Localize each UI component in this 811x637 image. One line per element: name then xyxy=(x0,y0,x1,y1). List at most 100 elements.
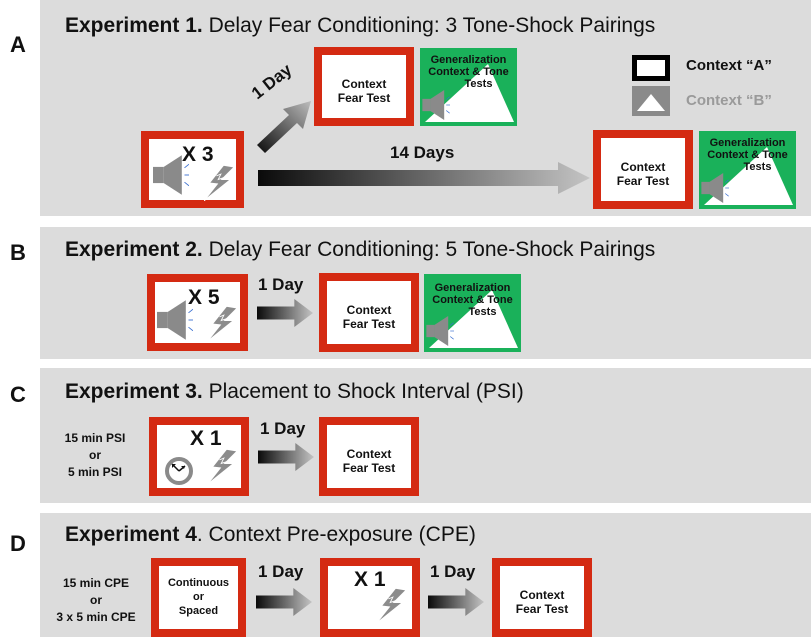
arrow-icon xyxy=(257,299,313,327)
box-label-line: Spaced xyxy=(178,605,219,617)
context-fear-test-box: Context Fear Test xyxy=(593,130,693,209)
box-label-line: Fear Test xyxy=(616,174,670,188)
timer-clock-icon xyxy=(165,457,193,485)
gen-line: Generalization xyxy=(709,137,786,149)
context-b-triangle xyxy=(429,290,518,348)
panel-title-bold: Experiment 4 xyxy=(65,523,197,546)
arrow-icon xyxy=(258,162,590,194)
speaker-icon xyxy=(422,90,450,120)
side-line: or xyxy=(90,593,102,607)
panel-letter: C xyxy=(10,382,26,407)
box-label-line: Fear Test xyxy=(342,461,396,475)
box-label: Context Fear Test xyxy=(500,588,584,616)
box-label: Context Fear Test xyxy=(327,447,411,475)
arrow-icon xyxy=(428,588,484,616)
speaker-icon xyxy=(153,155,189,195)
gen-line: Generalization xyxy=(434,282,511,294)
box-label: Continuous or Spaced xyxy=(159,576,238,618)
box-label: Context Fear Test xyxy=(327,303,411,331)
lightning-bolt-icon xyxy=(376,588,408,624)
generalization-label: Generalization Context & Tone Tests xyxy=(424,282,521,318)
context-b-triangle xyxy=(704,147,793,205)
panel-title: Experiment 4. Context Pre-exposure (CPE) xyxy=(65,523,476,547)
legend-context-a-swatch xyxy=(632,55,670,81)
lightning-bolt-icon xyxy=(207,306,239,342)
conditioning-box: X 1 xyxy=(320,558,420,637)
conditioning-box: X 1 xyxy=(149,417,249,496)
lightning-bolt-icon xyxy=(207,449,239,485)
lightning-bolt-icon xyxy=(204,165,236,201)
repeat-count: X 3 xyxy=(182,143,214,166)
arrow-icon xyxy=(257,101,311,153)
interval-label: 1 Day xyxy=(258,275,304,294)
side-conditions: 15 min CPE or 3 x 5 min CPE xyxy=(46,575,146,626)
repeat-count: X 1 xyxy=(354,568,386,591)
box-label-line: Context xyxy=(346,447,392,461)
gen-line: Tests xyxy=(464,78,493,90)
conditioning-box: X 5 xyxy=(147,274,248,351)
panel-title-rest: Delay Fear Conditioning: 5 Tone-Shock Pa… xyxy=(202,238,656,261)
box-label-line: Fear Test xyxy=(342,317,396,331)
panel-title: Experiment 2. Delay Fear Conditioning: 5… xyxy=(65,238,655,262)
interval-label: 1 Day xyxy=(260,419,306,438)
side-line: 15 min CPE xyxy=(62,576,130,590)
gen-line: Generalization xyxy=(430,54,507,66)
gen-line: Tests xyxy=(468,306,497,318)
repeat-count: X 5 xyxy=(188,286,220,309)
legend-context-a-label: Context “A” xyxy=(686,57,772,74)
context-b-triangle xyxy=(425,64,514,122)
panel-title: Experiment 1. Delay Fear Conditioning: 3… xyxy=(65,14,655,38)
side-line: 5 min PSI xyxy=(67,465,123,479)
interval-label: 1 Day xyxy=(430,562,476,581)
panel-letter: D xyxy=(10,531,26,556)
side-conditions: 15 min PSI or 5 min PSI xyxy=(50,430,140,481)
speaker-icon xyxy=(426,316,454,346)
panel-title-bold: Experiment 1. xyxy=(65,14,203,37)
panel-letter: B xyxy=(10,240,26,265)
panel-title-rest: . Context Pre-exposure (CPE) xyxy=(196,523,476,546)
generalization-label: Generalization Context & Tone Tests xyxy=(699,137,796,173)
gen-line: Context & Tone xyxy=(707,149,788,161)
box-label-line: Context xyxy=(519,588,565,602)
repeat-count: X 1 xyxy=(190,427,222,450)
box-label-line: Fear Test xyxy=(337,91,391,105)
box-label-line: or xyxy=(193,591,204,603)
interval-label-long: 14 Days xyxy=(390,143,455,162)
arrow-icon xyxy=(258,443,314,471)
legend-context-b-swatch xyxy=(632,86,670,116)
panel-title: Experiment 3. Placement to Shock Interva… xyxy=(65,380,524,404)
panel-title-bold: Experiment 3. xyxy=(65,380,203,403)
generalization-test-box: Generalization Context & Tone Tests xyxy=(424,274,521,352)
generalization-label: Generalization Context & Tone Tests xyxy=(420,54,517,90)
speaker-icon xyxy=(701,173,729,203)
speaker-icon xyxy=(157,300,193,340)
gen-line: Context & Tone xyxy=(428,66,509,78)
pre-exposure-box: Continuous or Spaced xyxy=(151,558,246,637)
panel-title-rest: Delay Fear Conditioning: 3 Tone-Shock Pa… xyxy=(202,14,656,37)
box-label-line: Continuous xyxy=(167,577,230,589)
box-label: Context Fear Test xyxy=(601,160,685,188)
side-line: or xyxy=(89,448,101,462)
side-line: 15 min PSI xyxy=(64,431,126,445)
panel-title-rest: Placement to Shock Interval (PSI) xyxy=(202,380,524,403)
gen-line: Tests xyxy=(743,161,772,173)
panel-letter: A xyxy=(10,32,26,57)
context-fear-test-box: Context Fear Test xyxy=(319,417,419,496)
conditioning-box: X 3 xyxy=(141,131,244,208)
side-line: 3 x 5 min CPE xyxy=(56,610,136,624)
box-label-line: Context xyxy=(346,303,392,317)
gen-line: Context & Tone xyxy=(432,294,513,306)
box-label-line: Context xyxy=(620,160,666,174)
box-label-line: Context xyxy=(341,77,387,91)
panel-title-bold: Experiment 2. xyxy=(65,238,203,261)
box-label-line: Fear Test xyxy=(515,602,569,616)
context-fear-test-box: Context Fear Test xyxy=(319,273,419,352)
generalization-test-box: Generalization Context & Tone Tests xyxy=(420,48,517,126)
context-fear-test-box: Context Fear Test xyxy=(314,47,414,126)
context-fear-test-box: Context Fear Test xyxy=(492,558,592,637)
interval-label: 1 Day xyxy=(258,562,304,581)
legend-context-b-label: Context “B” xyxy=(686,92,772,109)
arrow-icon xyxy=(256,588,312,616)
generalization-test-box: Generalization Context & Tone Tests xyxy=(699,131,796,209)
box-label: Context Fear Test xyxy=(322,77,406,105)
